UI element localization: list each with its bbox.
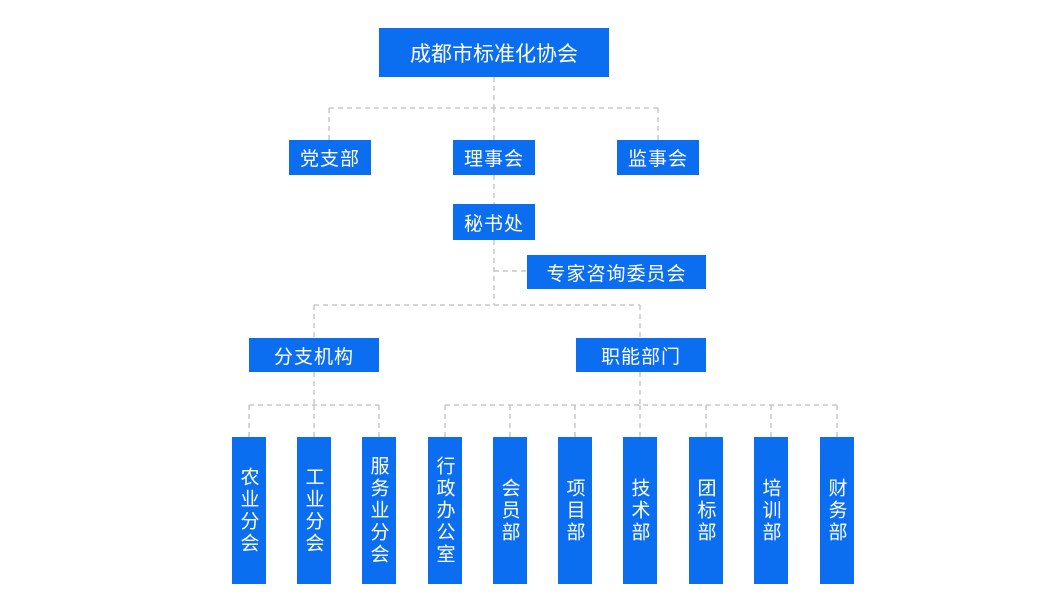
node-departments: 职能部门 <box>576 338 706 372</box>
node-branches: 分支机构 <box>249 338 379 372</box>
node-branch-agriculture: 农业分会 <box>232 437 266 584</box>
node-party-branch: 党支部 <box>289 140 371 175</box>
node-branch-industry: 工业分会 <box>297 437 331 584</box>
node-dept-training: 培训部 <box>754 437 788 584</box>
node-supervisory-board: 监事会 <box>617 140 699 175</box>
node-dept-group-standards: 团标部 <box>689 437 723 584</box>
node-council: 理事会 <box>453 140 535 175</box>
node-dept-projects: 项目部 <box>558 437 592 584</box>
node-root: 成都市标准化协会 <box>379 28 609 77</box>
node-dept-membership: 会员部 <box>493 437 527 584</box>
node-dept-technology: 技术部 <box>623 437 657 584</box>
node-dept-finance: 财务部 <box>820 437 854 584</box>
node-secretariat: 秘书处 <box>453 204 535 240</box>
node-expert-committee: 专家咨询委员会 <box>527 255 706 289</box>
node-branch-services: 服务业分会 <box>362 437 396 584</box>
node-dept-admin-office: 行政办公室 <box>428 437 462 584</box>
